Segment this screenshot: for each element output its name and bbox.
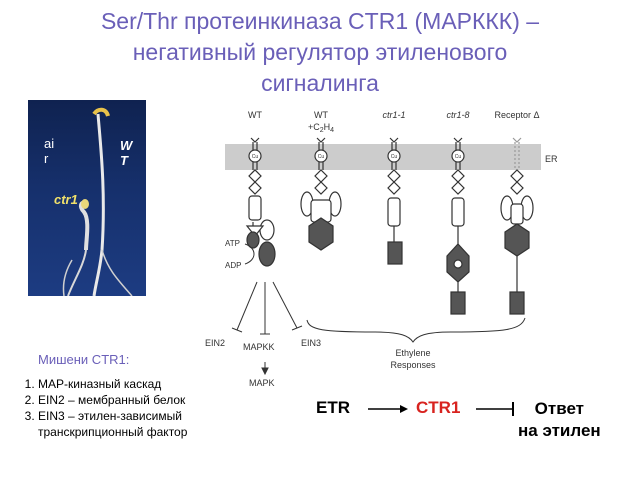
title-line-1: Ser/Thr протеинкиназа CTR1 (МАРККК) – bbox=[100, 8, 540, 34]
response-line-2: на этилен bbox=[518, 421, 601, 440]
title-line-3: сигналинга bbox=[261, 70, 379, 96]
ctr1-signaling-diagram: WT WT +C2H4 ctr1-1 ctr1-8 Receptor Δ ER … bbox=[205, 110, 558, 388]
cu-label-ctr1-1: Cu bbox=[391, 154, 398, 160]
er-membrane bbox=[225, 144, 541, 170]
column-label-receptor-delta: Receptor Δ bbox=[494, 110, 539, 120]
atp-label: ATP bbox=[225, 239, 240, 248]
mapk-label: MAPK bbox=[249, 378, 275, 388]
seedlings-illustration bbox=[62, 107, 133, 296]
target-item: EIN2 – мембранный белок bbox=[38, 392, 248, 408]
responses-brace bbox=[306, 317, 526, 343]
cu-label-ctr1-8: Cu bbox=[455, 154, 462, 160]
ctr1-1-receptor-complex bbox=[387, 137, 403, 265]
responses-line-1: Ethylene bbox=[395, 348, 430, 358]
wt-receptor-complex bbox=[245, 137, 276, 267]
slide-title: Ser/Thr протеинкиназа CTR1 (МАРККК) – не… bbox=[0, 6, 640, 99]
etr-label: ETR bbox=[316, 398, 350, 417]
air-label: air bbox=[44, 136, 55, 166]
cu-label-wt: Cu bbox=[252, 154, 259, 160]
ctr1-label: ctr1 bbox=[54, 192, 78, 207]
ethylene-label: +C2H4 bbox=[308, 122, 334, 134]
ethylene-pathway-scheme: ETR CTR1 Ответ на этилен bbox=[310, 396, 630, 446]
responses-line-2: Responses bbox=[390, 360, 436, 370]
ctr1-pathway-label: CTR1 bbox=[416, 398, 461, 417]
atp-adp-arrow bbox=[244, 243, 255, 265]
target-item: EIN3 – этилен-зависимый транскрипционный… bbox=[38, 408, 248, 440]
ein2-label: EIN2 bbox=[205, 338, 225, 348]
activation-arrow bbox=[368, 405, 408, 413]
wt-label: WT bbox=[120, 138, 133, 168]
column-label-ctr1-8: ctr1-8 bbox=[446, 110, 469, 120]
column-label-wt-ethylene: WT bbox=[314, 110, 328, 120]
ctr1-inhibition-lines bbox=[231, 281, 303, 376]
response-line-1: Ответ bbox=[534, 399, 585, 418]
title-line-2: негативный регулятор этиленового bbox=[132, 39, 508, 65]
target-item: MAP-киназный каскад bbox=[38, 376, 248, 392]
ein3-label: EIN3 bbox=[301, 338, 321, 348]
ethylene-response-label: Ответ на этилен bbox=[518, 398, 601, 442]
seedling-photo: air WT ctr1 bbox=[28, 100, 146, 296]
er-label: ER bbox=[545, 154, 558, 164]
cu-label-wt-ethylene: Cu bbox=[318, 154, 325, 160]
targets-list: MAP-киназный каскад EIN2 – мембранный бе… bbox=[0, 376, 248, 440]
receptor-delta-complex bbox=[500, 137, 534, 315]
inhibition-arrow bbox=[476, 402, 514, 416]
wt-ethylene-receptor-complex bbox=[300, 137, 342, 251]
mapkk-label: MAPKK bbox=[243, 342, 275, 352]
column-label-ctr1-1: ctr1-1 bbox=[382, 110, 405, 120]
column-label-wt: WT bbox=[248, 110, 262, 120]
targets-title: Мишени CTR1: bbox=[38, 352, 130, 367]
adp-label: ADP bbox=[225, 261, 241, 270]
ctr1-8-receptor-complex bbox=[446, 137, 470, 315]
